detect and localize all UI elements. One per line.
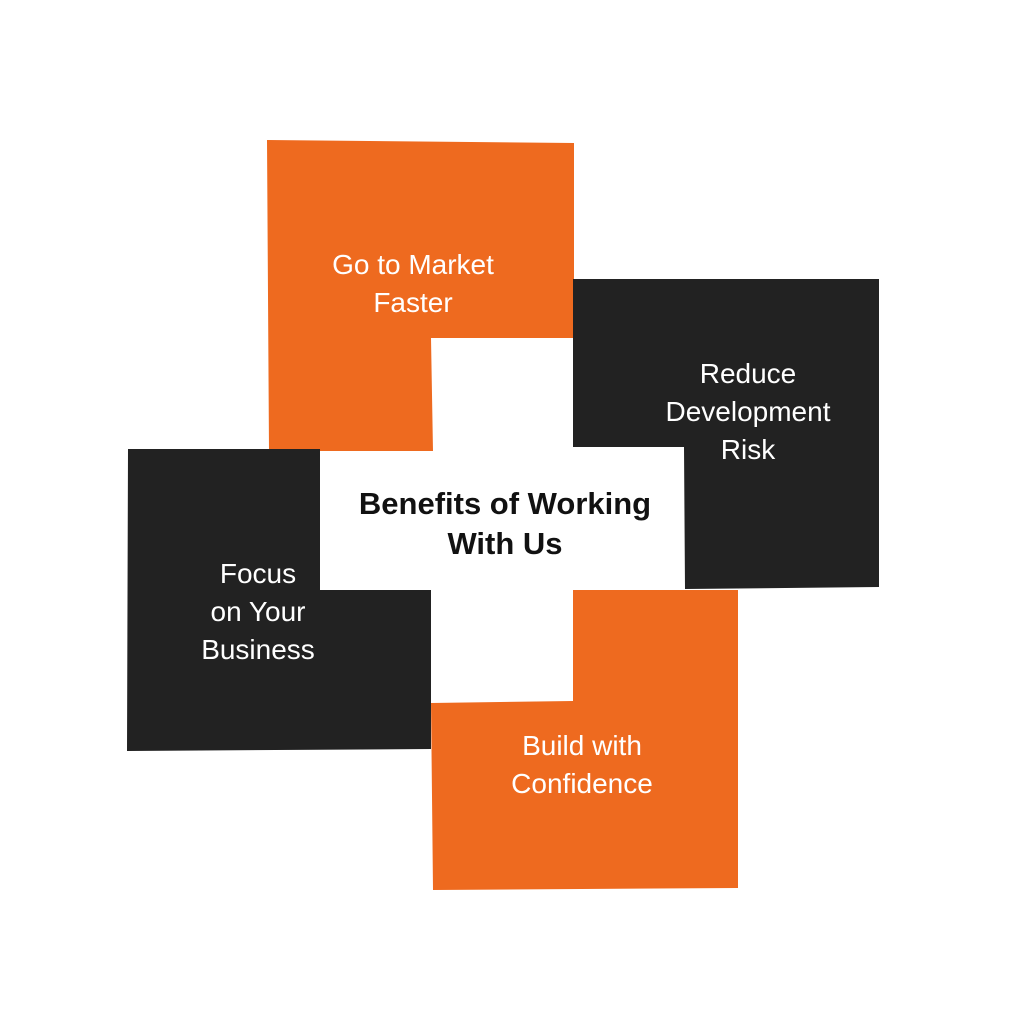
block-bottom-shape: [431, 590, 738, 890]
block-left-label: Focus on Your Business: [201, 558, 315, 665]
block-right-shape: [573, 279, 879, 589]
block-right-label: Reduce Development Risk: [665, 358, 831, 465]
diagram-title: Benefits of Working With Us: [358, 486, 652, 561]
block-left-shape: [127, 449, 431, 751]
block-bottom-label: Build with Confidence: [511, 730, 653, 799]
block-top-shape: [267, 140, 574, 451]
block-top-label: Go to Market Faster: [332, 249, 494, 318]
